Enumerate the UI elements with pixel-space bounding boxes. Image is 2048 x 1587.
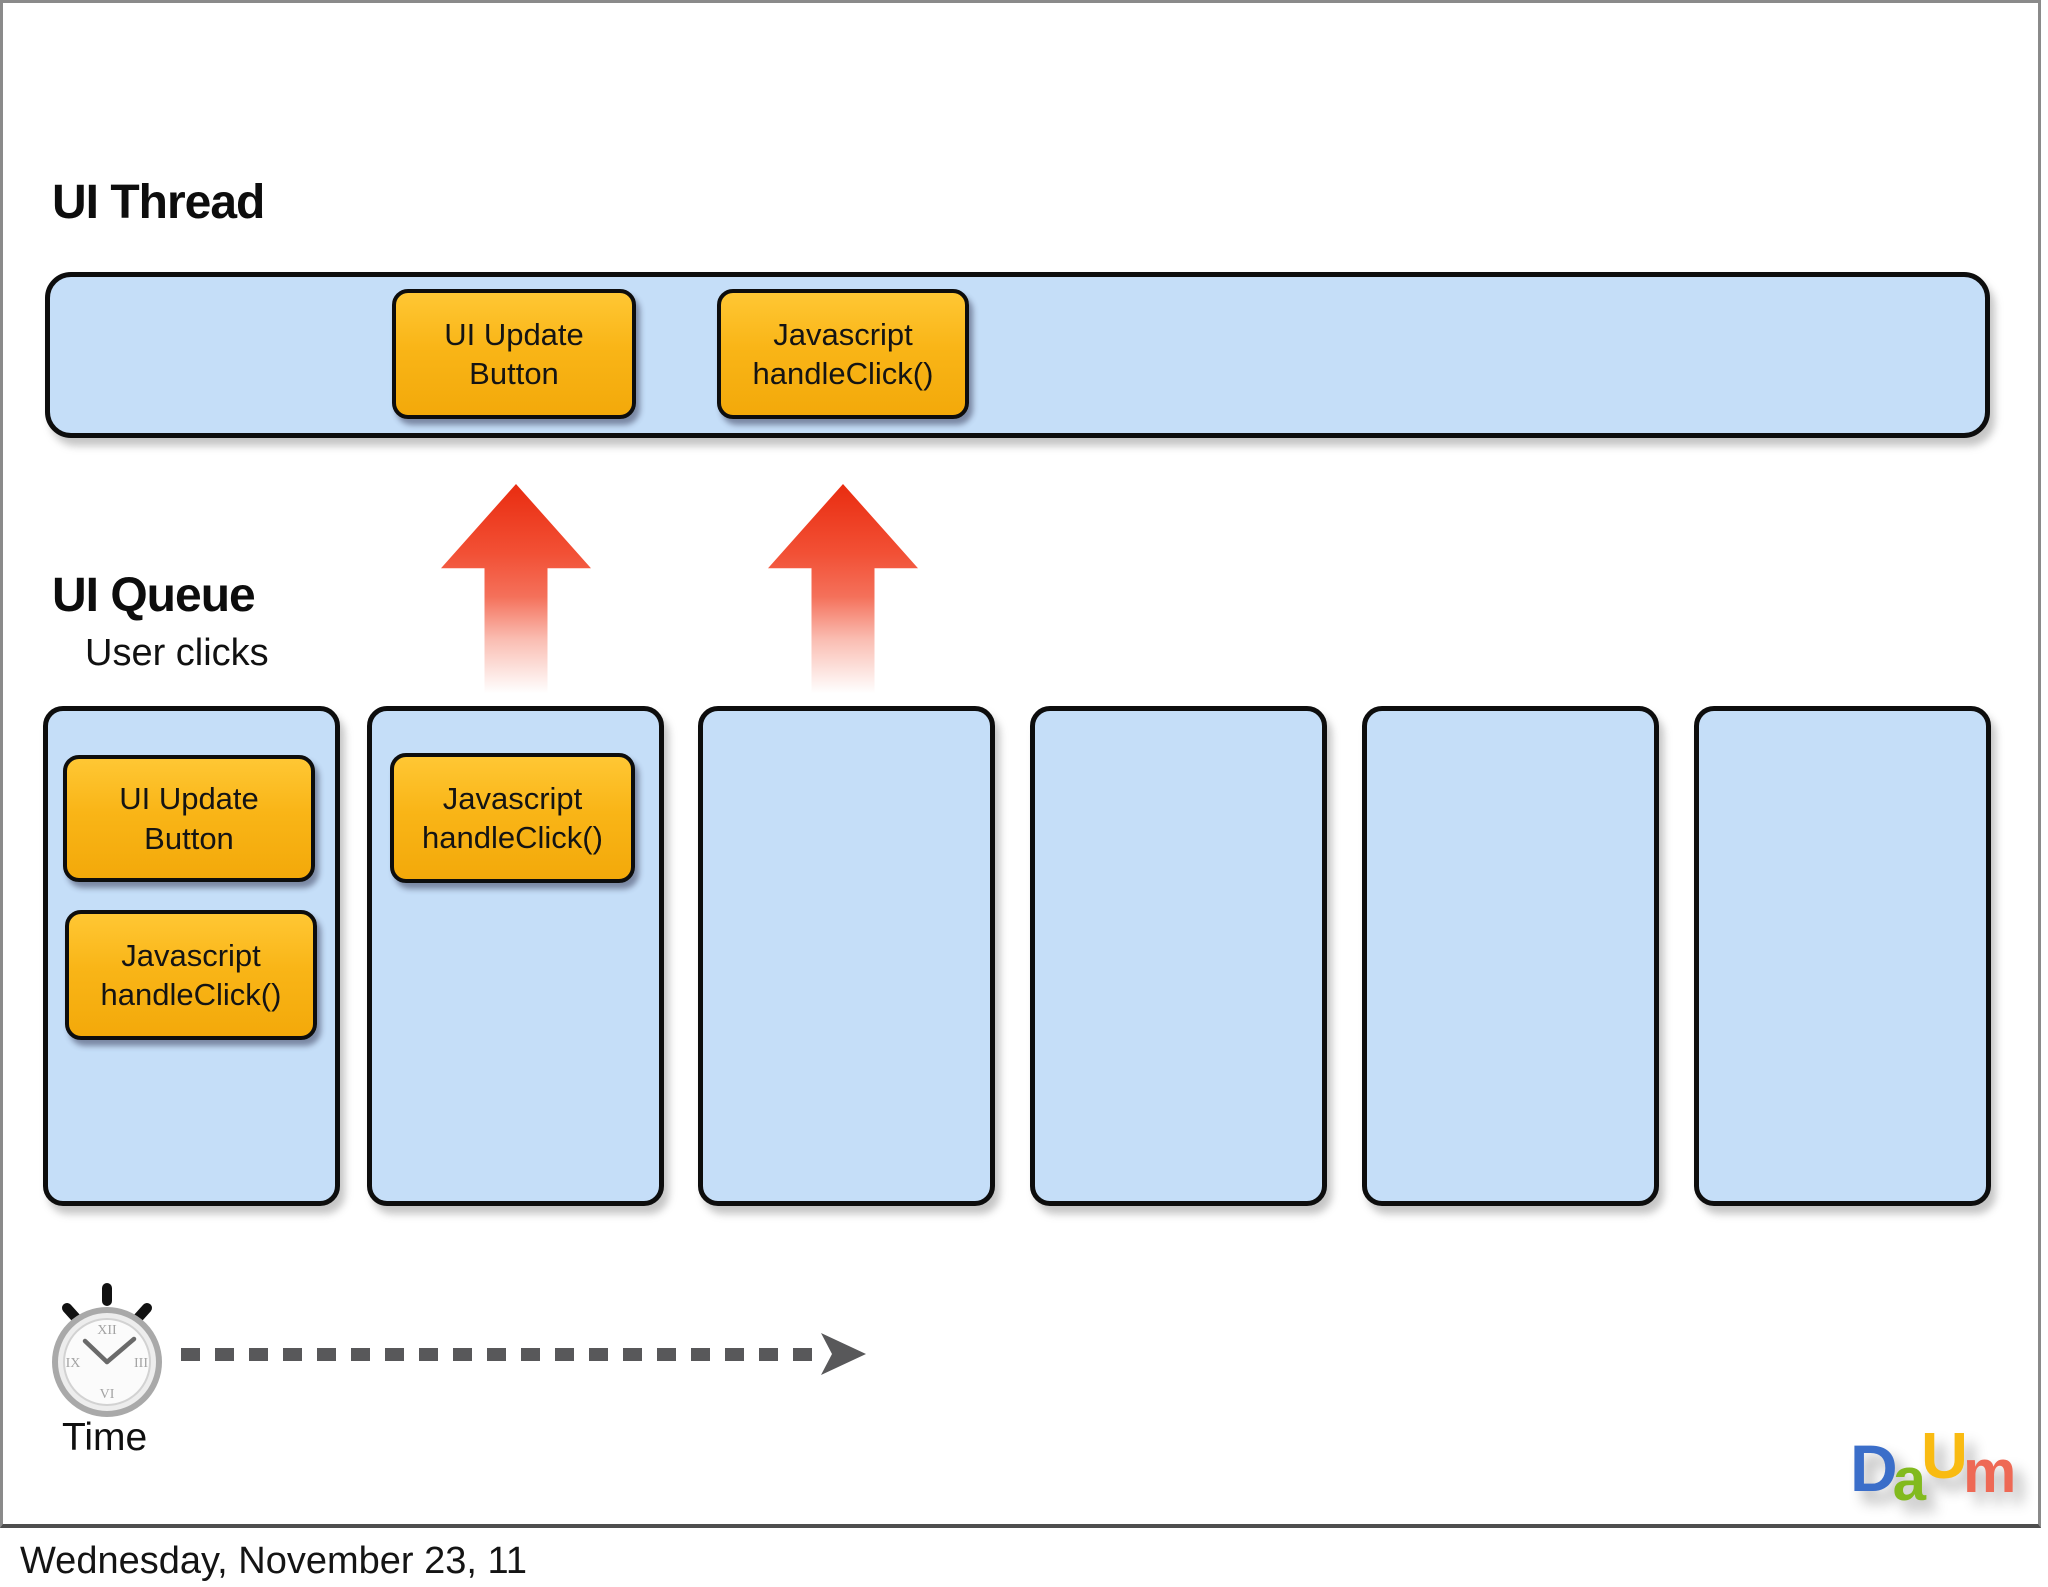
- svg-text:IX: IX: [66, 1356, 81, 1371]
- user-clicks-label: User clicks: [85, 632, 269, 674]
- daum-logo-letter-d: D: [1850, 1431, 1898, 1505]
- svg-text:XII: XII: [97, 1323, 117, 1338]
- queue1-task-ui-update-button: UI Update Button: [63, 755, 315, 882]
- svg-text:VI: VI: [100, 1387, 115, 1402]
- time-label: Time: [62, 1416, 148, 1459]
- daum-logo-letter-a: a: [1892, 1446, 1926, 1513]
- ui-thread-bar: [45, 272, 1990, 438]
- queue2-task-javascript-handleclick: Javascript handleClick(): [390, 753, 635, 883]
- daum-logo-letter-u: U: [1921, 1419, 1968, 1492]
- slide-date: Wednesday, November 23, 11: [20, 1540, 527, 1582]
- queue-slot-3: [698, 706, 995, 1206]
- slide-frame: [0, 0, 2041, 1528]
- thread-task-javascript-handleclick: Javascript handleClick(): [717, 289, 969, 419]
- queue-slot-5: [1362, 706, 1659, 1206]
- queue-slot-6: [1694, 706, 1991, 1206]
- thread-task-ui-update-button: UI Update Button: [392, 289, 636, 419]
- stopwatch-icon: XII III VI IX: [52, 1283, 162, 1417]
- time-axis-arrowhead-icon: [821, 1333, 866, 1375]
- queue-slot-4: [1030, 706, 1327, 1206]
- ui-queue-heading: UI Queue: [52, 569, 256, 622]
- ui-thread-heading: UI Thread: [52, 176, 265, 229]
- daum-logo: DaUm: [1850, 1419, 2016, 1513]
- svg-text:III: III: [134, 1356, 148, 1371]
- daum-logo-letter-m: m: [1963, 1438, 2016, 1505]
- time-axis-dashed-line: [181, 1348, 823, 1361]
- queue1-task-javascript-handleclick: Javascript handleClick(): [65, 910, 317, 1040]
